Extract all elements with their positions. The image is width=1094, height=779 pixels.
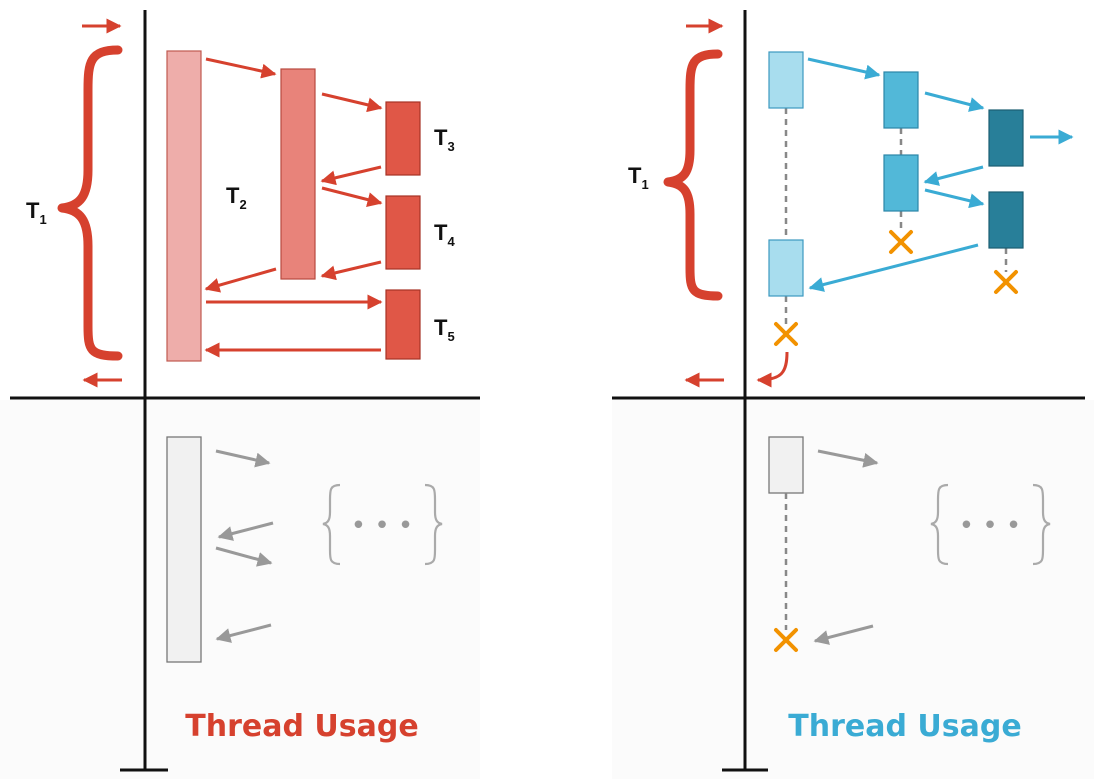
right-t1-brace xyxy=(663,49,723,301)
left-thread-t3-bar xyxy=(385,101,421,176)
right-panel: T1 • • • Thread Usage xyxy=(612,10,1085,772)
right-title: Thread Usage xyxy=(788,709,1021,744)
right-thread-t1-box-bottom xyxy=(768,239,804,297)
left-faded-close-brace xyxy=(424,483,443,566)
left-thread-t1-bar xyxy=(166,50,202,362)
left-thread-t2-bar xyxy=(280,68,316,280)
right-return-curve-arrow xyxy=(756,351,789,388)
right-arrow-t3b-to-t1 xyxy=(808,243,979,292)
left-arrow-t2-to-t4 xyxy=(321,186,383,207)
right-faded-termination-x xyxy=(774,628,798,652)
right-thread-t3-box-bottom xyxy=(988,191,1024,249)
left-faded-arrow-3 xyxy=(215,546,273,567)
left-arrow-t3-to-t2 xyxy=(320,165,382,186)
right-thread-t2-box-top xyxy=(883,71,919,129)
right-arrow-t3-to-t2 xyxy=(923,165,984,186)
right-arrow-t1-to-t2 xyxy=(807,57,881,80)
right-termination-x-t2 xyxy=(889,230,913,254)
left-faded-arrow-2 xyxy=(217,521,274,541)
right-top-left-area xyxy=(612,400,745,779)
right-arrow-t2-to-t3b xyxy=(924,188,985,209)
left-thread-t5-bar xyxy=(385,289,421,360)
right-thread-t2-box-bottom xyxy=(883,154,919,212)
left-label-t5: T5 xyxy=(434,315,455,344)
left-arrow-t2-to-t3 xyxy=(321,92,383,113)
right-arrow-t2-to-t3 xyxy=(924,91,985,112)
right-faded-close-brace xyxy=(1032,483,1051,566)
left-thread-t4-bar xyxy=(385,195,421,270)
left-faded-ellipsis: • • • xyxy=(351,511,414,541)
right-faded-thread-box xyxy=(768,436,804,494)
left-label-t2: T2 xyxy=(226,183,247,212)
right-label-t1: T1 xyxy=(628,163,649,192)
left-faded-arrow-4 xyxy=(215,623,272,643)
left-label-t3: T3 xyxy=(434,125,455,154)
left-title: Thread Usage xyxy=(185,709,418,744)
left-label-t4: T4 xyxy=(434,220,455,249)
left-faded-arrow-1 xyxy=(215,449,271,468)
right-termination-x-t1 xyxy=(774,322,798,346)
left-top-left-area xyxy=(0,400,145,779)
right-faded-ellipsis: • • • xyxy=(959,511,1022,541)
right-faded-arrow-1 xyxy=(817,449,879,468)
left-panel: T1 T2 T3 T4 T5 • • • Thread Usage xyxy=(10,10,480,772)
left-arrow-t4-to-t2 xyxy=(320,260,382,281)
right-faded-open-brace xyxy=(930,483,949,566)
right-termination-x-t3 xyxy=(994,270,1018,294)
left-faded-open-brace xyxy=(322,483,341,566)
left-arrow-t1-to-t2 xyxy=(205,57,277,79)
left-faded-thread-bar xyxy=(166,436,202,663)
right-faded-arrow-2 xyxy=(813,624,874,645)
right-thread-t3-box-top xyxy=(988,109,1024,167)
left-t1-brace xyxy=(57,45,123,361)
left-label-t1: T1 xyxy=(26,198,47,227)
right-thread-t1-box-top xyxy=(768,51,804,109)
left-arrow-t2-to-t1 xyxy=(204,267,277,293)
